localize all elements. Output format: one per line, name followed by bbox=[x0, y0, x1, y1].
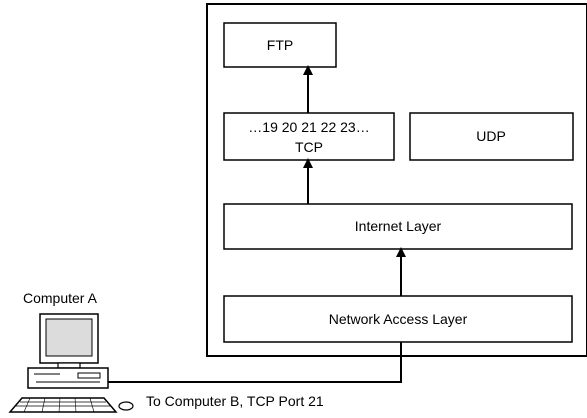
computer-icon bbox=[8, 313, 134, 413]
internet-layer-label: Internet Layer bbox=[355, 218, 442, 234]
tcp-box: …19 20 21 22 23… TCP bbox=[223, 112, 395, 161]
computer-a-label: Computer A bbox=[23, 290, 98, 306]
network-access-layer-box: Network Access Layer bbox=[223, 295, 573, 343]
internet-layer-box: Internet Layer bbox=[223, 203, 573, 250]
udp-label: UDP bbox=[476, 128, 506, 144]
network-access-layer-label: Network Access Layer bbox=[329, 311, 468, 327]
tcp-label: TCP bbox=[295, 139, 323, 155]
host-frame bbox=[206, 3, 587, 357]
udp-box: UDP bbox=[409, 112, 574, 161]
tcp-ports-label: …19 20 21 22 23… bbox=[248, 119, 369, 135]
connection-line bbox=[108, 342, 402, 383]
ftp-label: FTP bbox=[267, 37, 293, 53]
connection-label: To Computer B, TCP Port 21 bbox=[146, 393, 324, 409]
ftp-box: FTP bbox=[223, 22, 337, 68]
